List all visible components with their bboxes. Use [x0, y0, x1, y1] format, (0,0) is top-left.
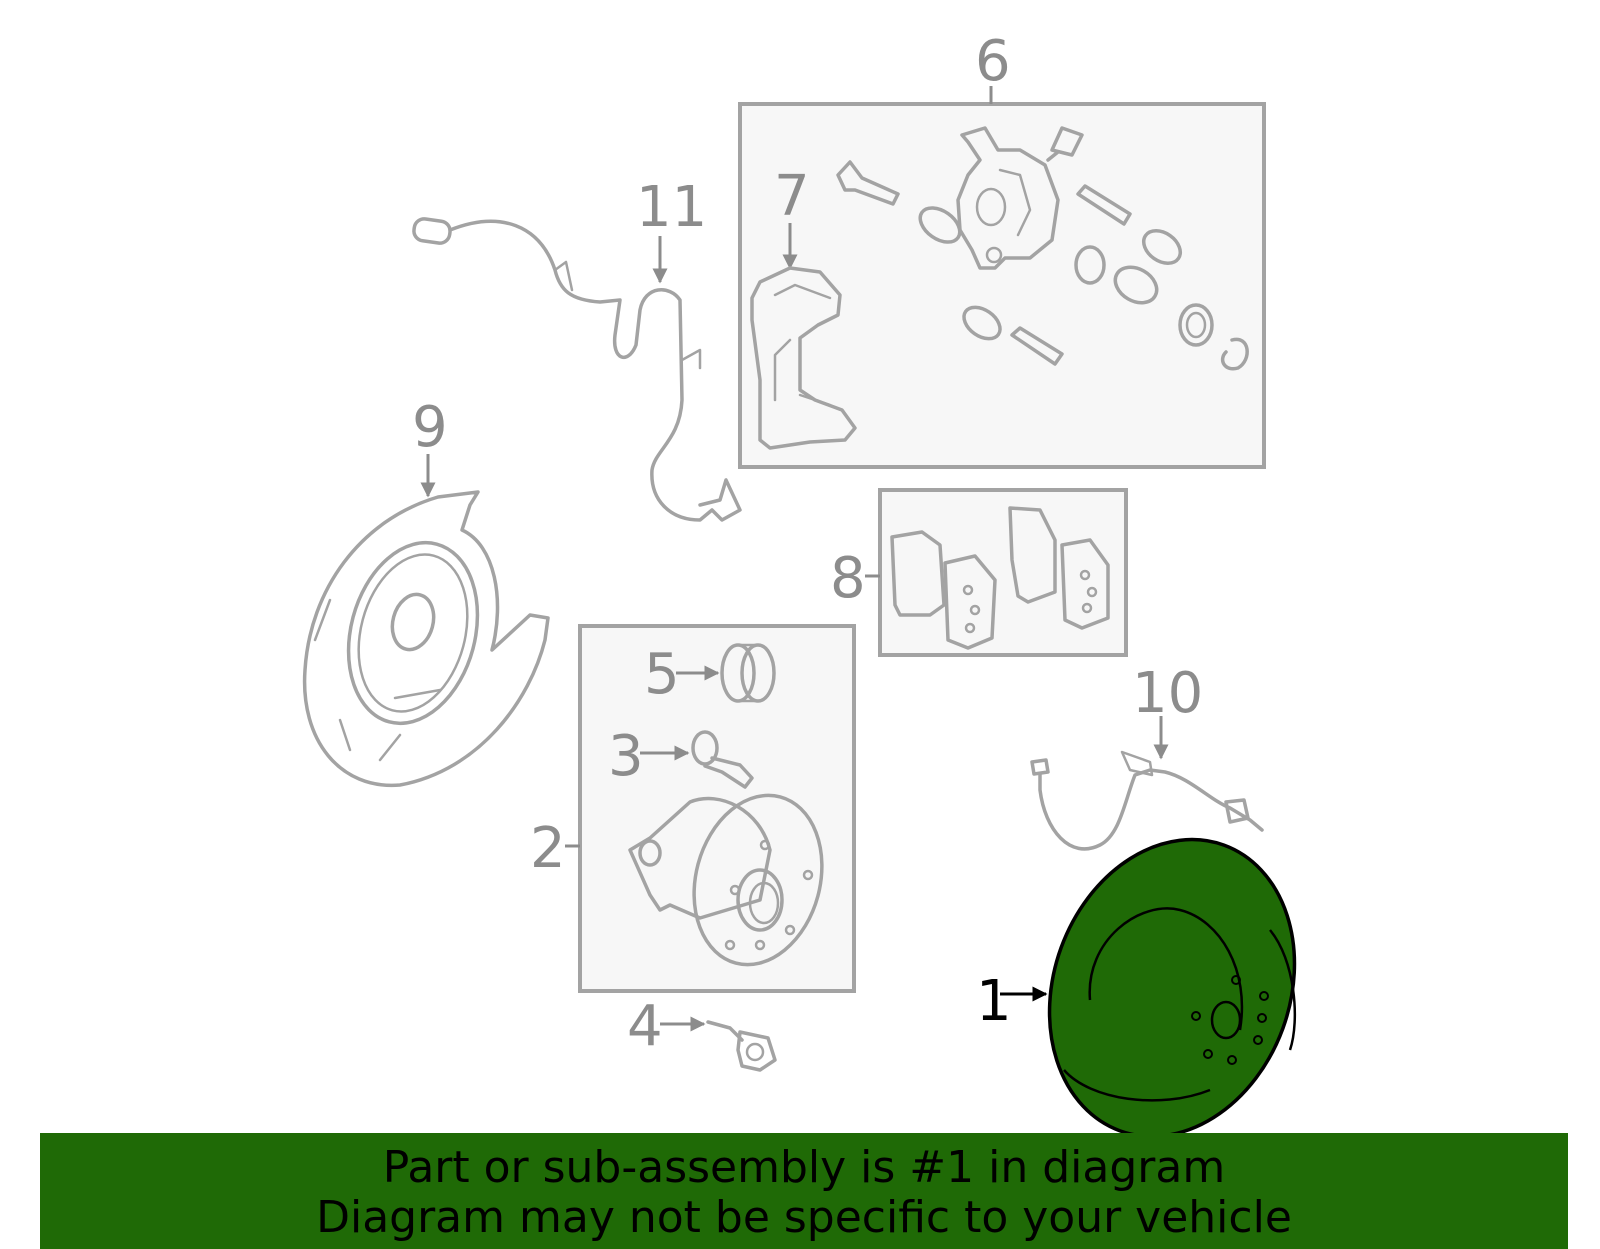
- callout-4: 4: [627, 994, 663, 1059]
- brake-pads[interactable]: 8: [830, 506, 1110, 650]
- hub-assembly-box: [578, 624, 856, 993]
- callout-6: 6: [975, 29, 1011, 94]
- callout-1: 1: [976, 969, 1012, 1034]
- banner-line-1: Part or sub-assembly is #1 in diagram: [382, 1142, 1226, 1193]
- hub-assembly[interactable]: 2: [530, 781, 840, 979]
- caliper-bracket[interactable]: 7: [750, 164, 857, 450]
- callout-9: 9: [412, 395, 448, 460]
- dust-shield[interactable]: 9: [302, 395, 550, 787]
- banner-line-2: Diagram may not be specific to your vehi…: [316, 1192, 1292, 1243]
- callout-3: 3: [608, 724, 644, 789]
- abs-sensor-lower[interactable]: 10: [1030, 661, 1264, 851]
- callout-11: 11: [636, 175, 707, 240]
- hub-bolt[interactable]: 3: [608, 724, 754, 789]
- brake-rotor[interactable]: 1: [976, 805, 1335, 1171]
- abs-sensor-upper[interactable]: 11: [412, 175, 742, 522]
- callout-2: 2: [530, 816, 566, 881]
- callout-5: 5: [644, 642, 680, 707]
- callout-7: 7: [774, 164, 810, 229]
- callout-10: 10: [1132, 661, 1203, 726]
- mounting-bolt[interactable]: 4: [627, 994, 777, 1072]
- caliper-assembly-box: [738, 102, 1266, 469]
- caliper-assembly[interactable]: 6: [836, 29, 1249, 371]
- info-banner: Part or sub-assembly is #1 in diagram Di…: [40, 1133, 1568, 1249]
- callout-8: 8: [830, 546, 866, 611]
- hub-cap[interactable]: 5: [644, 642, 776, 707]
